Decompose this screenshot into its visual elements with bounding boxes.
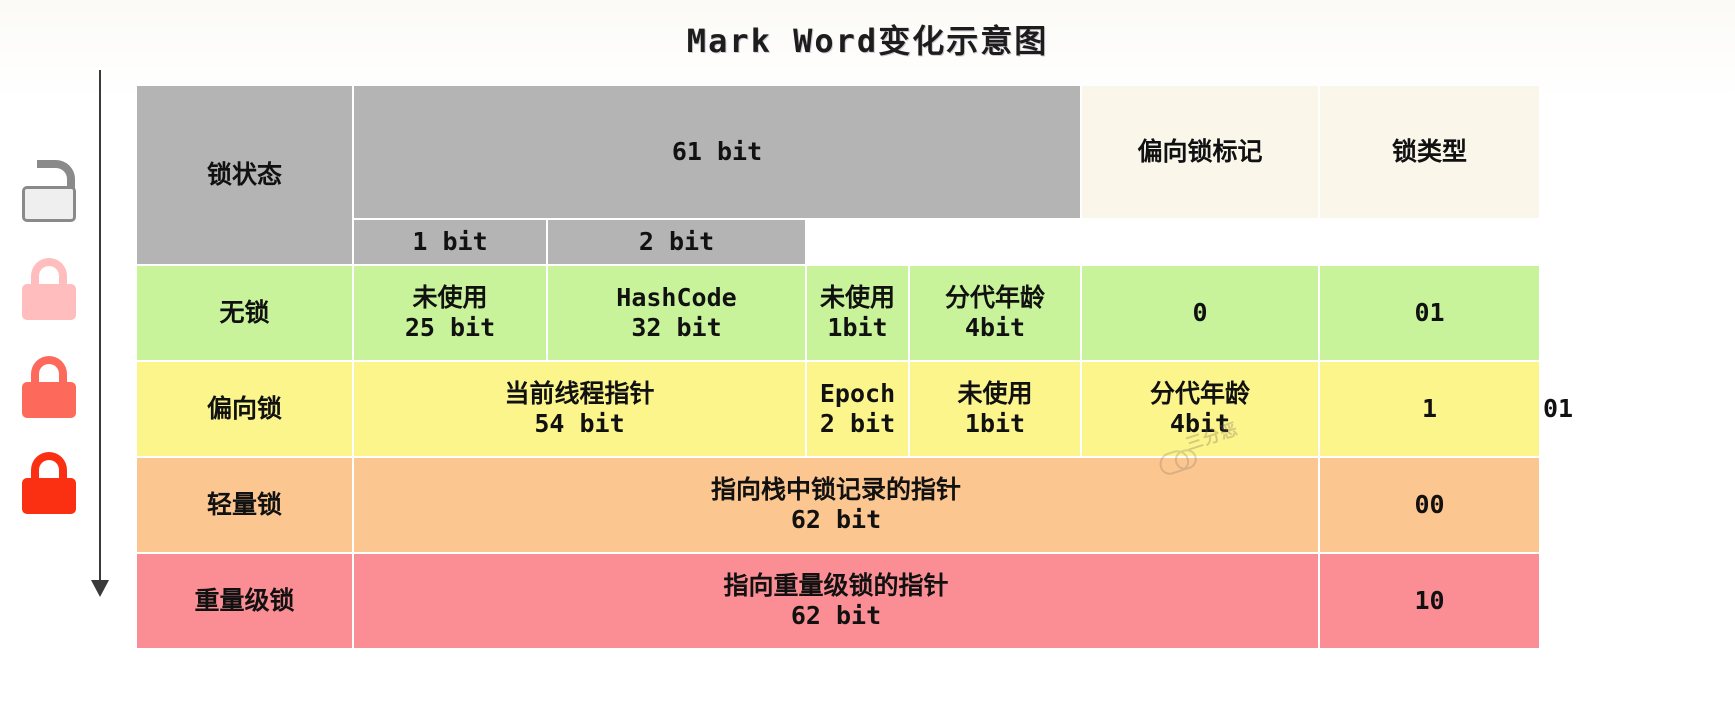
downward-arrow-head [91,580,109,597]
field-name: HashCode [616,282,737,312]
lock-shackle [37,160,75,194]
lock-body [22,382,76,418]
lock-shackle [31,258,67,292]
downward-arrow-shaft [99,70,101,585]
lock-escalation-rail [0,70,130,610]
row-state-label: 无锁 [137,266,352,360]
field-name: 未使用 [819,282,895,312]
table-header-row-2: 1 bit 2 bit [137,220,1541,264]
field-bits: 1bit [827,313,888,342]
header-biased-flag: 偏向锁标记 [1082,86,1318,218]
field-bits: 4bit [964,313,1026,342]
field-bits: 54 bit [534,409,625,438]
row-state-label: 偏向锁 [137,362,352,456]
field-name: 指向重量级锁的指针 [723,570,949,600]
lock-body [22,186,76,222]
field-name: 未使用 [957,378,1033,408]
row-field-cell: 指向重量级锁的指针 62 bit [354,554,1318,648]
row-biased-flag: 0 [1082,266,1318,360]
lock-closed-light-icon [20,258,78,320]
field-bits: 1bit [964,409,1026,438]
header-lock-type: 锁类型 [1320,86,1539,218]
header-biased-flag-bits: 1 bit [354,220,546,264]
field-name: 当前线程指针 [504,378,655,408]
lock-shackle [31,356,67,390]
table-row: 无锁 未使用 25 bit HashCode 32 bit 未使用 1bit 分… [137,266,1541,360]
row-state-label: 重量级锁 [137,554,352,648]
row-field-cell: 分代年龄 4bit [910,266,1080,360]
lock-closed-strong-icon [20,452,78,514]
row-field-cell: 当前线程指针 54 bit [354,362,805,456]
row-field-cell: 分代年龄 4bit [1082,362,1318,456]
field-bits: 32 bit [631,313,722,342]
row-field-cell: 未使用 1bit [910,362,1080,456]
row-field-cell: 未使用 25 bit [354,266,546,360]
table-row: 偏向锁 当前线程指针 54 bit Epoch 2 bit 未使用 1bit 分… [137,362,1573,456]
row-field-cell: 指向栈中锁记录的指针 62 bit [354,458,1318,552]
field-name: 未使用 [412,282,488,312]
page-title: Mark Word变化示意图 [686,22,1049,60]
mark-word-table: 锁状态 61 bit 偏向锁标记 锁类型 1 bit 2 bit 无锁 未使用 … [135,84,1573,650]
field-name: 分代年龄 [1149,378,1250,408]
field-bits: 25 bit [404,313,496,342]
field-name: 分代年龄 [944,282,1045,312]
lock-body [22,478,76,514]
lock-open-icon [20,160,78,222]
lock-shackle [31,452,67,486]
row-biased-flag: 1 [1320,362,1539,456]
table-row: 轻量锁 指向栈中锁记录的指针 62 bit 00 [137,458,1541,552]
row-lock-type: 00 [1320,458,1539,552]
lock-body [22,284,76,320]
lock-closed-medium-icon [20,356,78,418]
header-bits-total: 61 bit [354,86,1080,218]
row-field-cell: HashCode 32 bit [548,266,805,360]
field-name: 指向栈中锁记录的指针 [710,474,961,504]
row-field-cell: Epoch 2 bit [807,362,908,456]
row-field-cell: 未使用 1bit [807,266,908,360]
field-bits: 62 bit [790,601,882,630]
field-bits: 62 bit [790,505,882,534]
field-bits: 4bit [1169,409,1231,438]
table-header-row-1: 锁状态 61 bit 偏向锁标记 锁类型 [137,86,1541,264]
field-bits: 2 bit [819,409,896,438]
row-lock-type: 10 [1320,554,1539,648]
row-state-label: 轻量锁 [137,458,352,552]
row-lock-type: 01 [1320,266,1539,360]
header-lock-type-bits: 2 bit [548,220,805,264]
field-name: Epoch [819,378,896,408]
table-row: 重量级锁 指向重量级锁的指针 62 bit 10 [137,554,1541,648]
header-lock-state: 锁状态 [137,86,352,264]
